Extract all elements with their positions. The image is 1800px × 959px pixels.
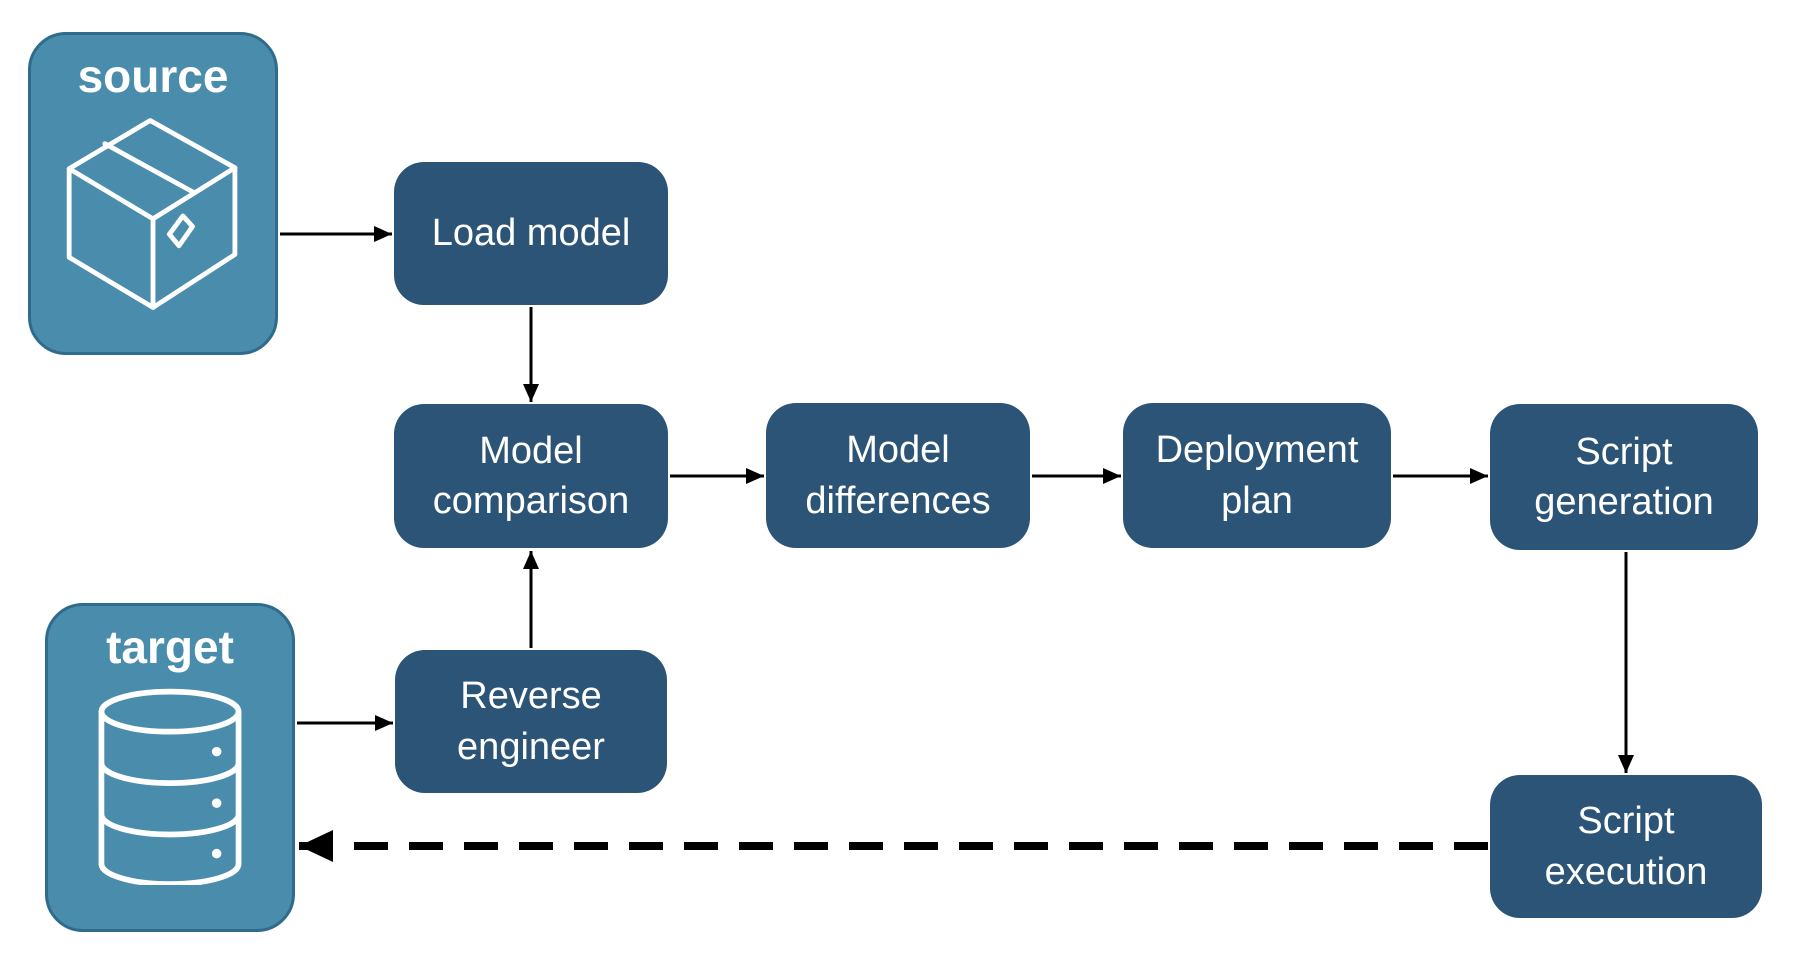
package-icon bbox=[66, 117, 238, 310]
node-deployment-plan-label: Deployment plan bbox=[1155, 429, 1359, 522]
source-node: source bbox=[28, 32, 278, 355]
node-script-generation: Script generation bbox=[1490, 404, 1758, 550]
node-model-differences: Model differences bbox=[766, 403, 1030, 548]
node-script-execution: Script execution bbox=[1490, 775, 1762, 918]
node-reverse-engineer-label: Reverse engineer bbox=[457, 675, 605, 768]
database-icon bbox=[98, 688, 242, 885]
node-deployment-plan: Deployment plan bbox=[1123, 403, 1391, 548]
node-load-model-label: Load model bbox=[431, 212, 631, 255]
node-model-comparison: Model comparison bbox=[394, 404, 668, 548]
node-load-model: Load model bbox=[394, 162, 668, 305]
node-script-execution-label: Script execution bbox=[1544, 800, 1708, 893]
node-script-generation-label: Script generation bbox=[1534, 430, 1714, 523]
target-label: target bbox=[106, 621, 234, 673]
node-reverse-engineer: Reverse engineer bbox=[395, 650, 667, 793]
target-node: target bbox=[45, 603, 295, 932]
node-model-differences-label: Model differences bbox=[805, 429, 991, 522]
source-label: source bbox=[77, 50, 229, 102]
node-model-comparison-label: Model comparison bbox=[432, 429, 630, 522]
